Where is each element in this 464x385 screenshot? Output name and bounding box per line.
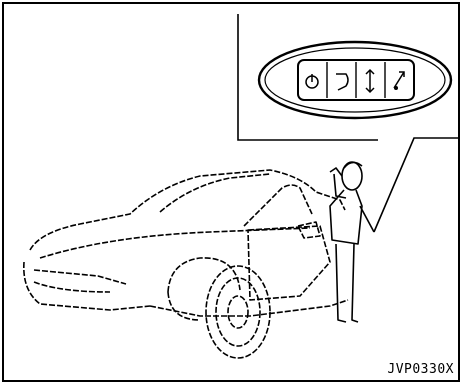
key-fob-callout [259, 42, 451, 118]
rear-wheel [168, 292, 200, 320]
figure-code: JVP0330X [387, 362, 454, 377]
person-figure [330, 162, 374, 322]
car-outline [24, 170, 348, 316]
